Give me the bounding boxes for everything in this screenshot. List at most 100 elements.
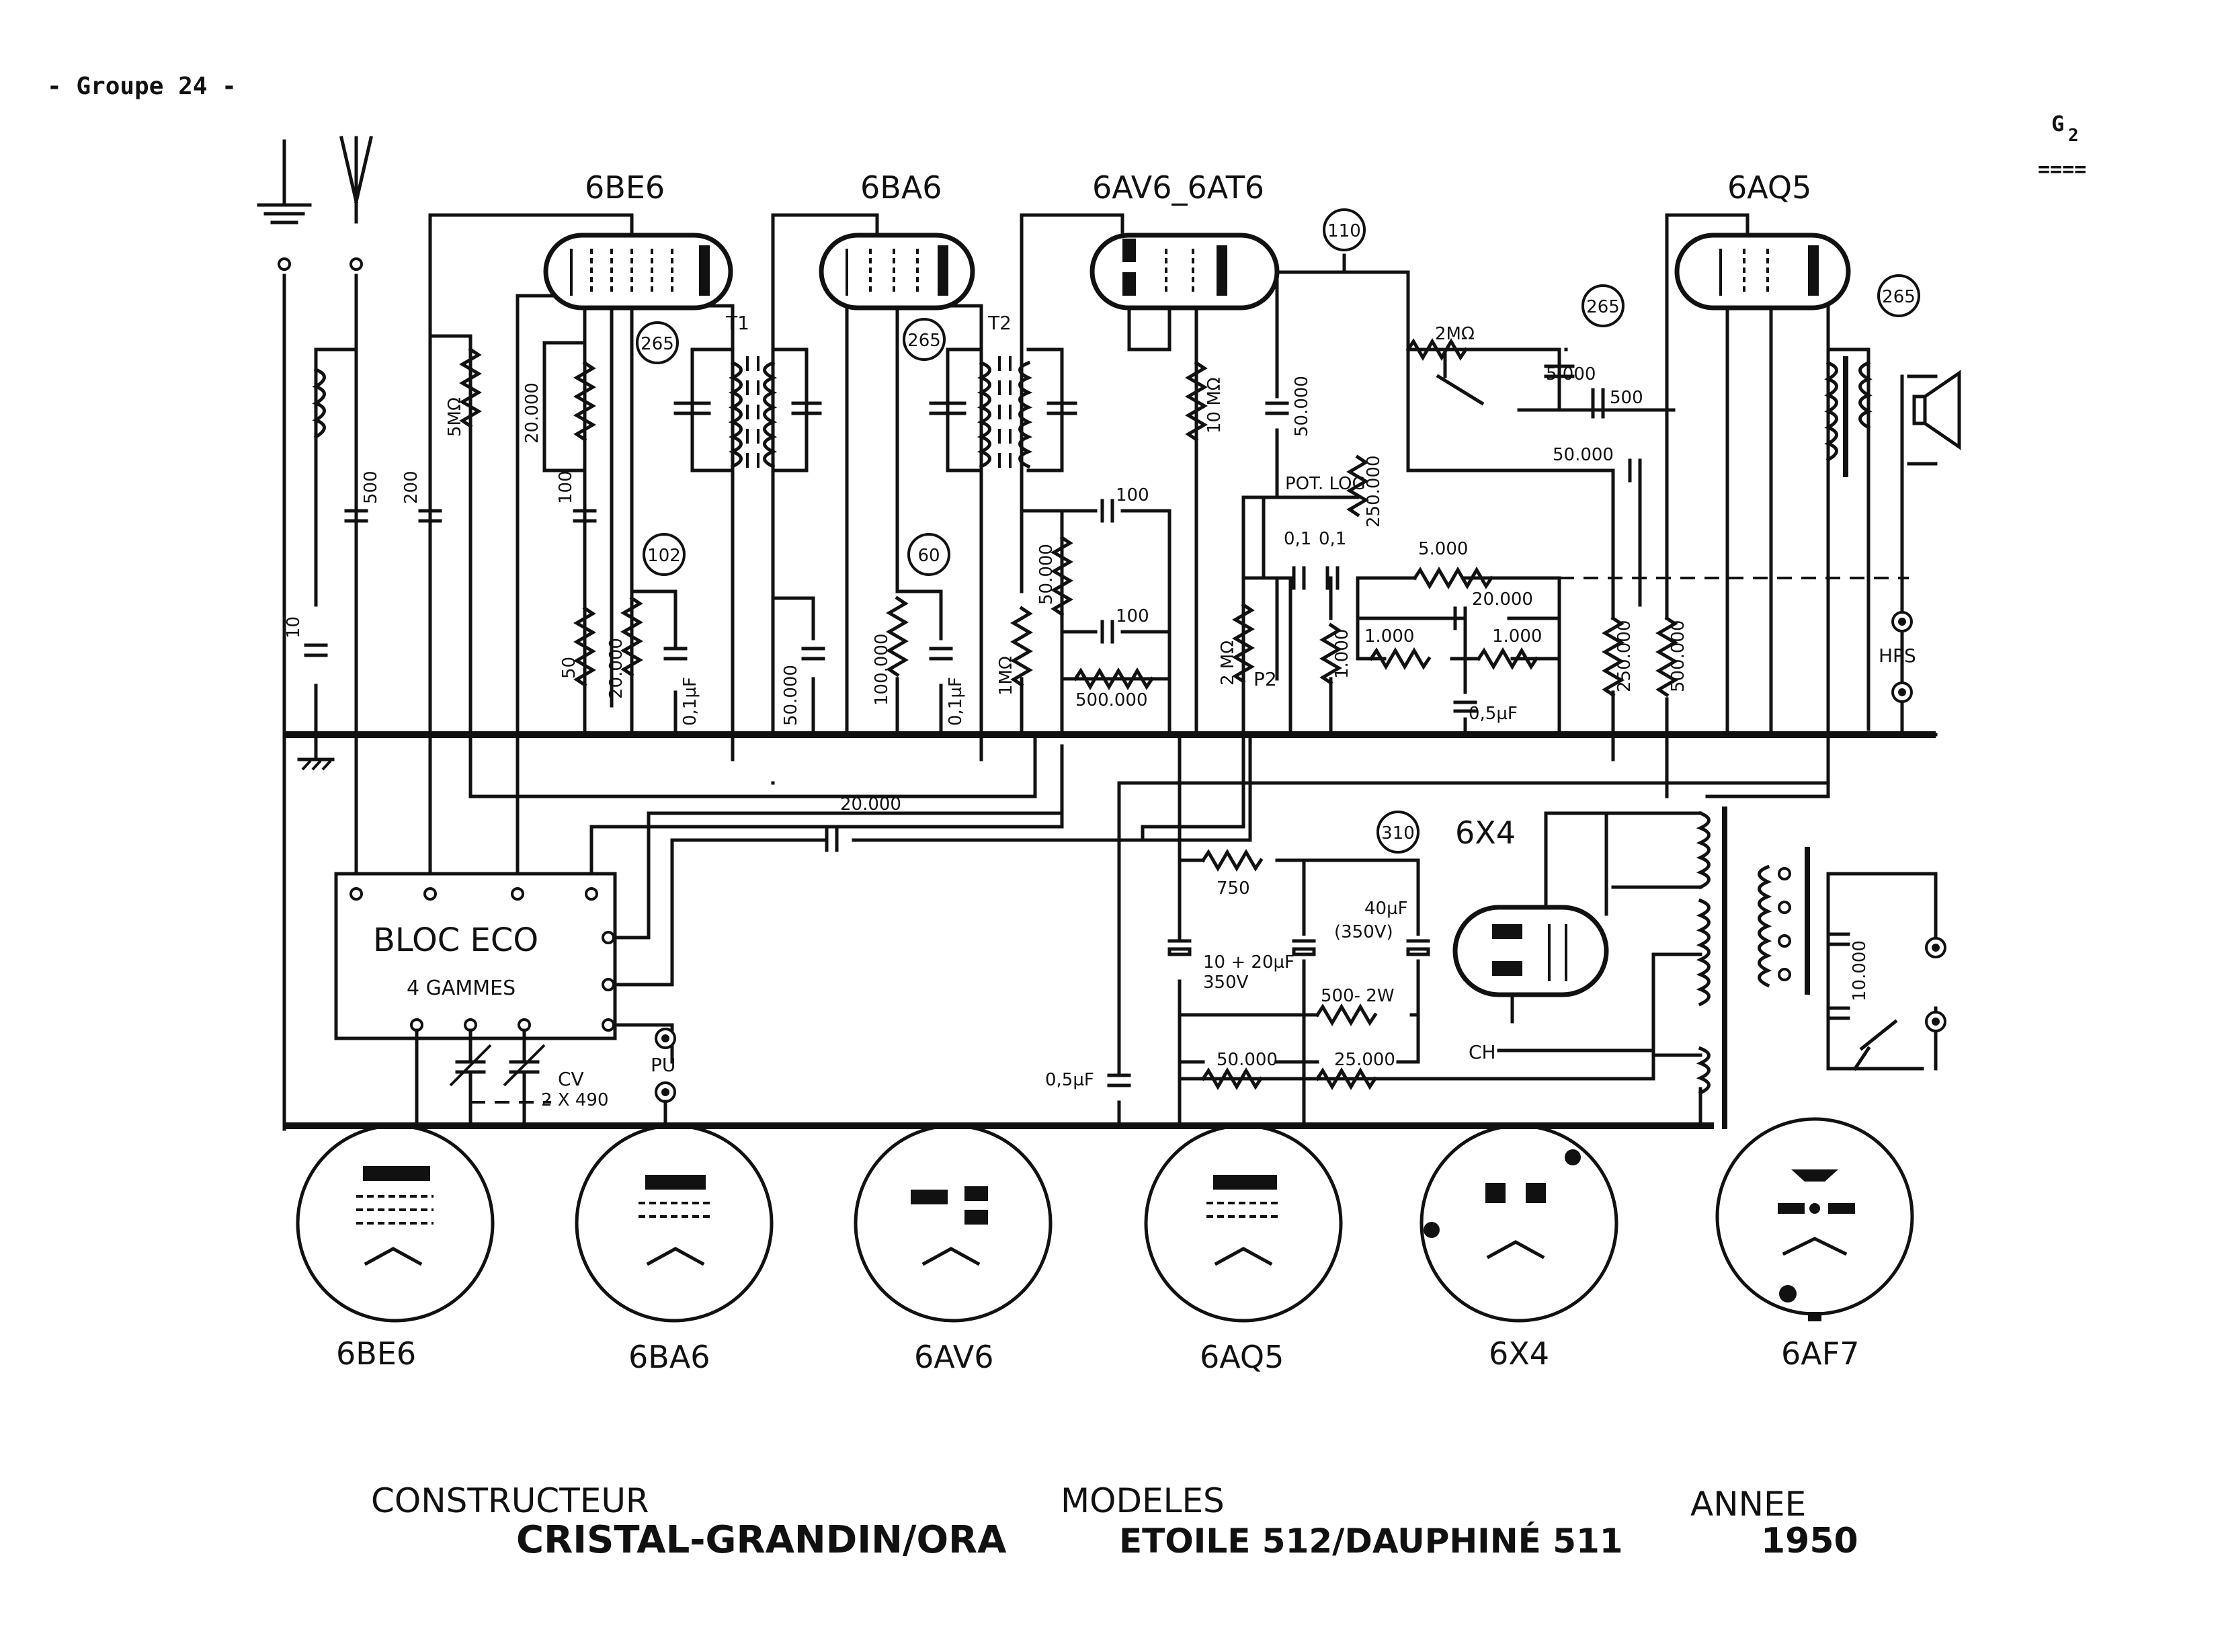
footer-constructeur-label: CONSTRUCTEUR <box>371 1481 649 1520</box>
label-c100b: 100 <box>1116 485 1149 505</box>
socket-6aq5 <box>1144 1124 1343 1323</box>
label-c01b: 0,1µF <box>946 677 966 726</box>
label-c10-20: 10 + 20µF <box>1203 952 1294 973</box>
footer-modeles-label: MODELES <box>1061 1481 1225 1520</box>
sheet-code-mark: ==== <box>2038 158 2086 181</box>
socket-label-6av6: 6AV6 <box>914 1339 994 1375</box>
label-c20000a: 20.000 <box>1472 589 1533 610</box>
ref-marker-110 <box>1323 208 1366 251</box>
component-labels: 10 500 200 5MΩ 20.000 100 50 20.000 0,1µ… <box>284 324 1916 1110</box>
footer-annee-value: 1950 <box>1761 1521 1858 1561</box>
socket-label-6be6: 6BE6 <box>336 1335 416 1372</box>
ref-marker-text: 102 <box>647 546 681 566</box>
variable-capacitor-cv <box>449 1044 551 1128</box>
speaker-icon <box>1912 370 1961 450</box>
label-r25000: 25.000 <box>1334 1050 1395 1070</box>
label-r250000a: 250.000 <box>1364 455 1384 528</box>
label-r500000a: 500.000 <box>1075 690 1148 710</box>
pu-jack <box>655 1028 676 1128</box>
label-v350b: (350V) <box>1334 922 1393 942</box>
label-pu: PU <box>651 1054 675 1076</box>
label-c500: 500 <box>361 470 381 504</box>
socket-6x4 <box>1420 1124 1618 1323</box>
bloc-eco <box>334 872 617 1128</box>
tube-label-6ba6: 6BA6 <box>860 169 942 206</box>
coil-output-transformer <box>1824 356 1873 477</box>
label-pot-log: POT. LOG <box>1285 474 1366 494</box>
ref-marker-text: 265 <box>1586 297 1620 317</box>
label-c5000: 5.000 <box>1546 364 1596 384</box>
label-c40: 40µF <box>1364 899 1408 919</box>
sheet-code: G <box>2051 111 2064 136</box>
label-c01c: 0,1 <box>1284 529 1311 549</box>
tube-6av6 <box>1090 233 1280 311</box>
ref-marker-text: 265 <box>641 334 674 354</box>
bloc-eco-title: BLOC ECO <box>373 921 538 959</box>
label-r2m: 2MΩ <box>1435 324 1475 344</box>
tube-label-6be6: 6BE6 <box>585 169 665 206</box>
tube-label-6av6: 6AV6_6AT6 <box>1092 169 1264 206</box>
coil-antenna <box>312 367 326 440</box>
label-c500b: 500 <box>1610 388 1643 408</box>
hps-jack <box>1891 611 1913 703</box>
label-r250000b: 250.000 <box>1614 620 1635 692</box>
label-c50000a: 50.000 <box>781 665 801 726</box>
socket-label-6aq5: 6AQ5 <box>1200 1339 1284 1375</box>
antenna-symbol <box>339 136 373 224</box>
ref-marker-265b <box>1877 274 1920 317</box>
label-r50: 50 <box>559 657 579 679</box>
label-r500000b: 500.000 <box>1668 620 1688 692</box>
label-r1000b: 1.000 <box>1364 626 1414 647</box>
ref-marker-text: 310 <box>1381 823 1415 843</box>
coil-t1 <box>728 356 778 477</box>
label-p2: P2 <box>1253 668 1277 690</box>
label-c05a: 0,5µF <box>1469 704 1518 724</box>
socket-label-6af7: 6AF7 <box>1781 1335 1859 1372</box>
footer-constructeur-value: CRISTAL-GRANDIN/ORA <box>516 1518 1007 1562</box>
ref-marker-text: 110 <box>1327 221 1361 241</box>
label-r500-2w: 500- 2W <box>1321 986 1395 1006</box>
label-c200: 200 <box>401 470 421 504</box>
tube-label-6x4: 6X4 <box>1455 815 1516 851</box>
tube-6x4 <box>1452 905 1609 997</box>
ref-marker-265a <box>1581 284 1625 327</box>
transformer-label-t1: T1 <box>725 312 749 334</box>
label-r5m: 5MΩ <box>445 397 465 437</box>
label-r50000e: 50.000 <box>1217 1050 1278 1070</box>
power-transformer <box>1696 807 1810 1129</box>
label-c10: 10 <box>284 616 304 638</box>
ref-marker-102 <box>643 533 686 576</box>
capacitors <box>304 364 1850 1087</box>
resistors <box>459 338 1678 1090</box>
coil-t2 <box>977 356 1033 477</box>
ref-marker-310 <box>1376 811 1420 854</box>
sheet-code-sub: 2 <box>2068 126 2079 146</box>
tube-6ba6 <box>819 233 975 311</box>
label-c01d: 0,1 <box>1319 529 1346 549</box>
label-c50000c: 50.000 <box>1292 376 1312 437</box>
tube-label-6aq5: 6AQ5 <box>1727 169 1811 206</box>
label-c20000b: 20.000 <box>840 794 901 815</box>
label-hps: HPS <box>1879 645 1916 667</box>
tube-6be6 <box>543 233 733 311</box>
socket-6ba6 <box>575 1124 774 1323</box>
label-r20000a: 20.000 <box>522 382 542 444</box>
label-c50000d: 50.000 <box>1553 445 1614 465</box>
label-r20000b: 20.000 <box>606 638 626 699</box>
label-r2m-p2: 2 MΩ <box>1218 641 1238 686</box>
label-c50000b: 50.000 <box>1036 544 1057 605</box>
bloc-eco-subtitle: 4 GAMMES <box>407 977 516 1000</box>
label-ch: CH <box>1469 1041 1496 1063</box>
transformer-label-t2: T2 <box>987 312 1012 334</box>
label-r100000: 100.000 <box>872 633 892 706</box>
label-r750: 750 <box>1217 878 1250 899</box>
footer-annee-label: ANNEE <box>1690 1485 1806 1524</box>
label-c100a: 100 <box>556 470 576 504</box>
ref-marker-60 <box>907 533 950 576</box>
ref-marker-t1 <box>636 321 679 364</box>
label-r1m: 1MΩ <box>996 656 1016 696</box>
antenna-terminal <box>350 257 363 271</box>
socket-label-6ba6: 6BA6 <box>628 1339 710 1375</box>
label-v350: 350V <box>1203 973 1249 993</box>
label-c05b: 0,5µF <box>1045 1070 1094 1090</box>
